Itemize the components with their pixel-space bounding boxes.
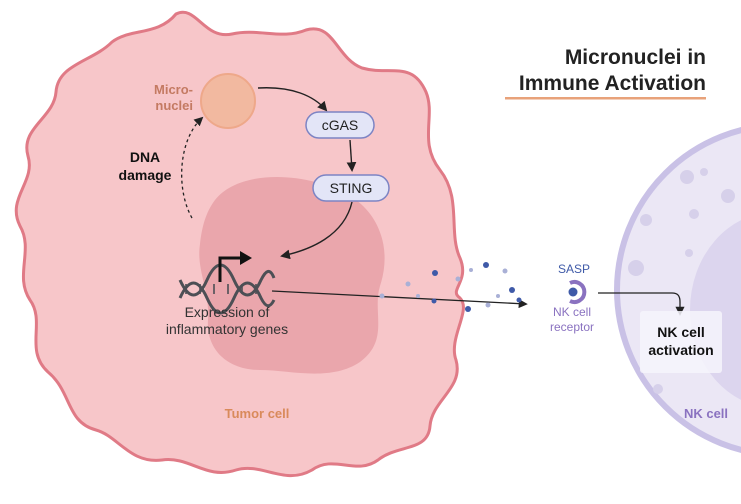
- arrow-genes-to-receptor: [271, 290, 528, 309]
- micronuclei-label-line2: nuclei: [155, 98, 193, 113]
- cgas-label: cGAS: [322, 117, 359, 133]
- nk-granule: [653, 384, 663, 394]
- nk-activation-label-line2: activation: [648, 342, 713, 358]
- dna-helix-icon: [178, 263, 276, 315]
- sting-label: STING: [330, 180, 373, 196]
- micronuclei-label-line1: Micro-: [154, 82, 193, 97]
- nk-activation-label-line1: NK cell: [657, 324, 704, 340]
- sasp-dot: [416, 294, 420, 298]
- dna-damage-label-line1: DNA: [130, 149, 160, 165]
- receptor-icon: [568, 280, 587, 304]
- arrow-dna-damage: [181, 116, 204, 219]
- sasp-dot: [431, 298, 437, 304]
- nk-granule: [721, 189, 735, 203]
- nk-granule: [689, 209, 699, 219]
- transcription-arrow-icon: [218, 251, 252, 282]
- tumor-cell-label: Tumor cell: [225, 406, 290, 421]
- arrow-cgas-to-sting: [346, 139, 357, 172]
- sasp-dot: [405, 281, 411, 287]
- dna-damage-label-line2: damage: [119, 167, 172, 183]
- sasp-dot: [379, 293, 385, 299]
- title-underline: [505, 97, 706, 100]
- sasp-dot: [483, 262, 489, 268]
- sasp-dot: [465, 306, 471, 312]
- nk-receptor-label-line1: NK cell: [553, 305, 591, 319]
- sasp-dot: [469, 268, 473, 272]
- sasp-dot: [496, 294, 500, 298]
- arrow-micronucleus-to-cgas: [257, 87, 328, 112]
- sasp-dot: [502, 268, 508, 274]
- sasp-dot: [516, 297, 522, 303]
- sasp-label: SASP: [558, 262, 590, 276]
- nk-receptor-label-line2: receptor: [550, 320, 594, 334]
- arrow-sting-to-genes: [280, 201, 353, 260]
- nk-cell-label: NK cell: [684, 406, 728, 421]
- title-line2: Immune Activation: [519, 72, 706, 95]
- expression-label-line2: inflammatory genes: [166, 321, 288, 337]
- nk-granule: [640, 214, 652, 226]
- nk-granule: [628, 260, 644, 276]
- expression-label-line1: Expression of: [185, 304, 270, 320]
- micronucleus: [200, 73, 256, 129]
- arrow-receptor-to-activation: [598, 292, 685, 316]
- nk-granule: [685, 249, 693, 257]
- cgas-node: cGAS: [305, 111, 375, 139]
- tumor-nucleus: [199, 177, 385, 374]
- nk-granule: [680, 170, 694, 184]
- nk-granule: [700, 168, 708, 176]
- sasp-dot: [509, 287, 515, 293]
- sasp-dot: [455, 276, 461, 282]
- sasp-dot: [432, 270, 438, 276]
- sting-node: STING: [312, 174, 390, 202]
- title-line1: Micronuclei in: [565, 46, 706, 69]
- sasp-dot: [485, 302, 491, 308]
- sasp-particles: [379, 262, 522, 312]
- nk-activation-box: NK cell activation: [640, 311, 722, 373]
